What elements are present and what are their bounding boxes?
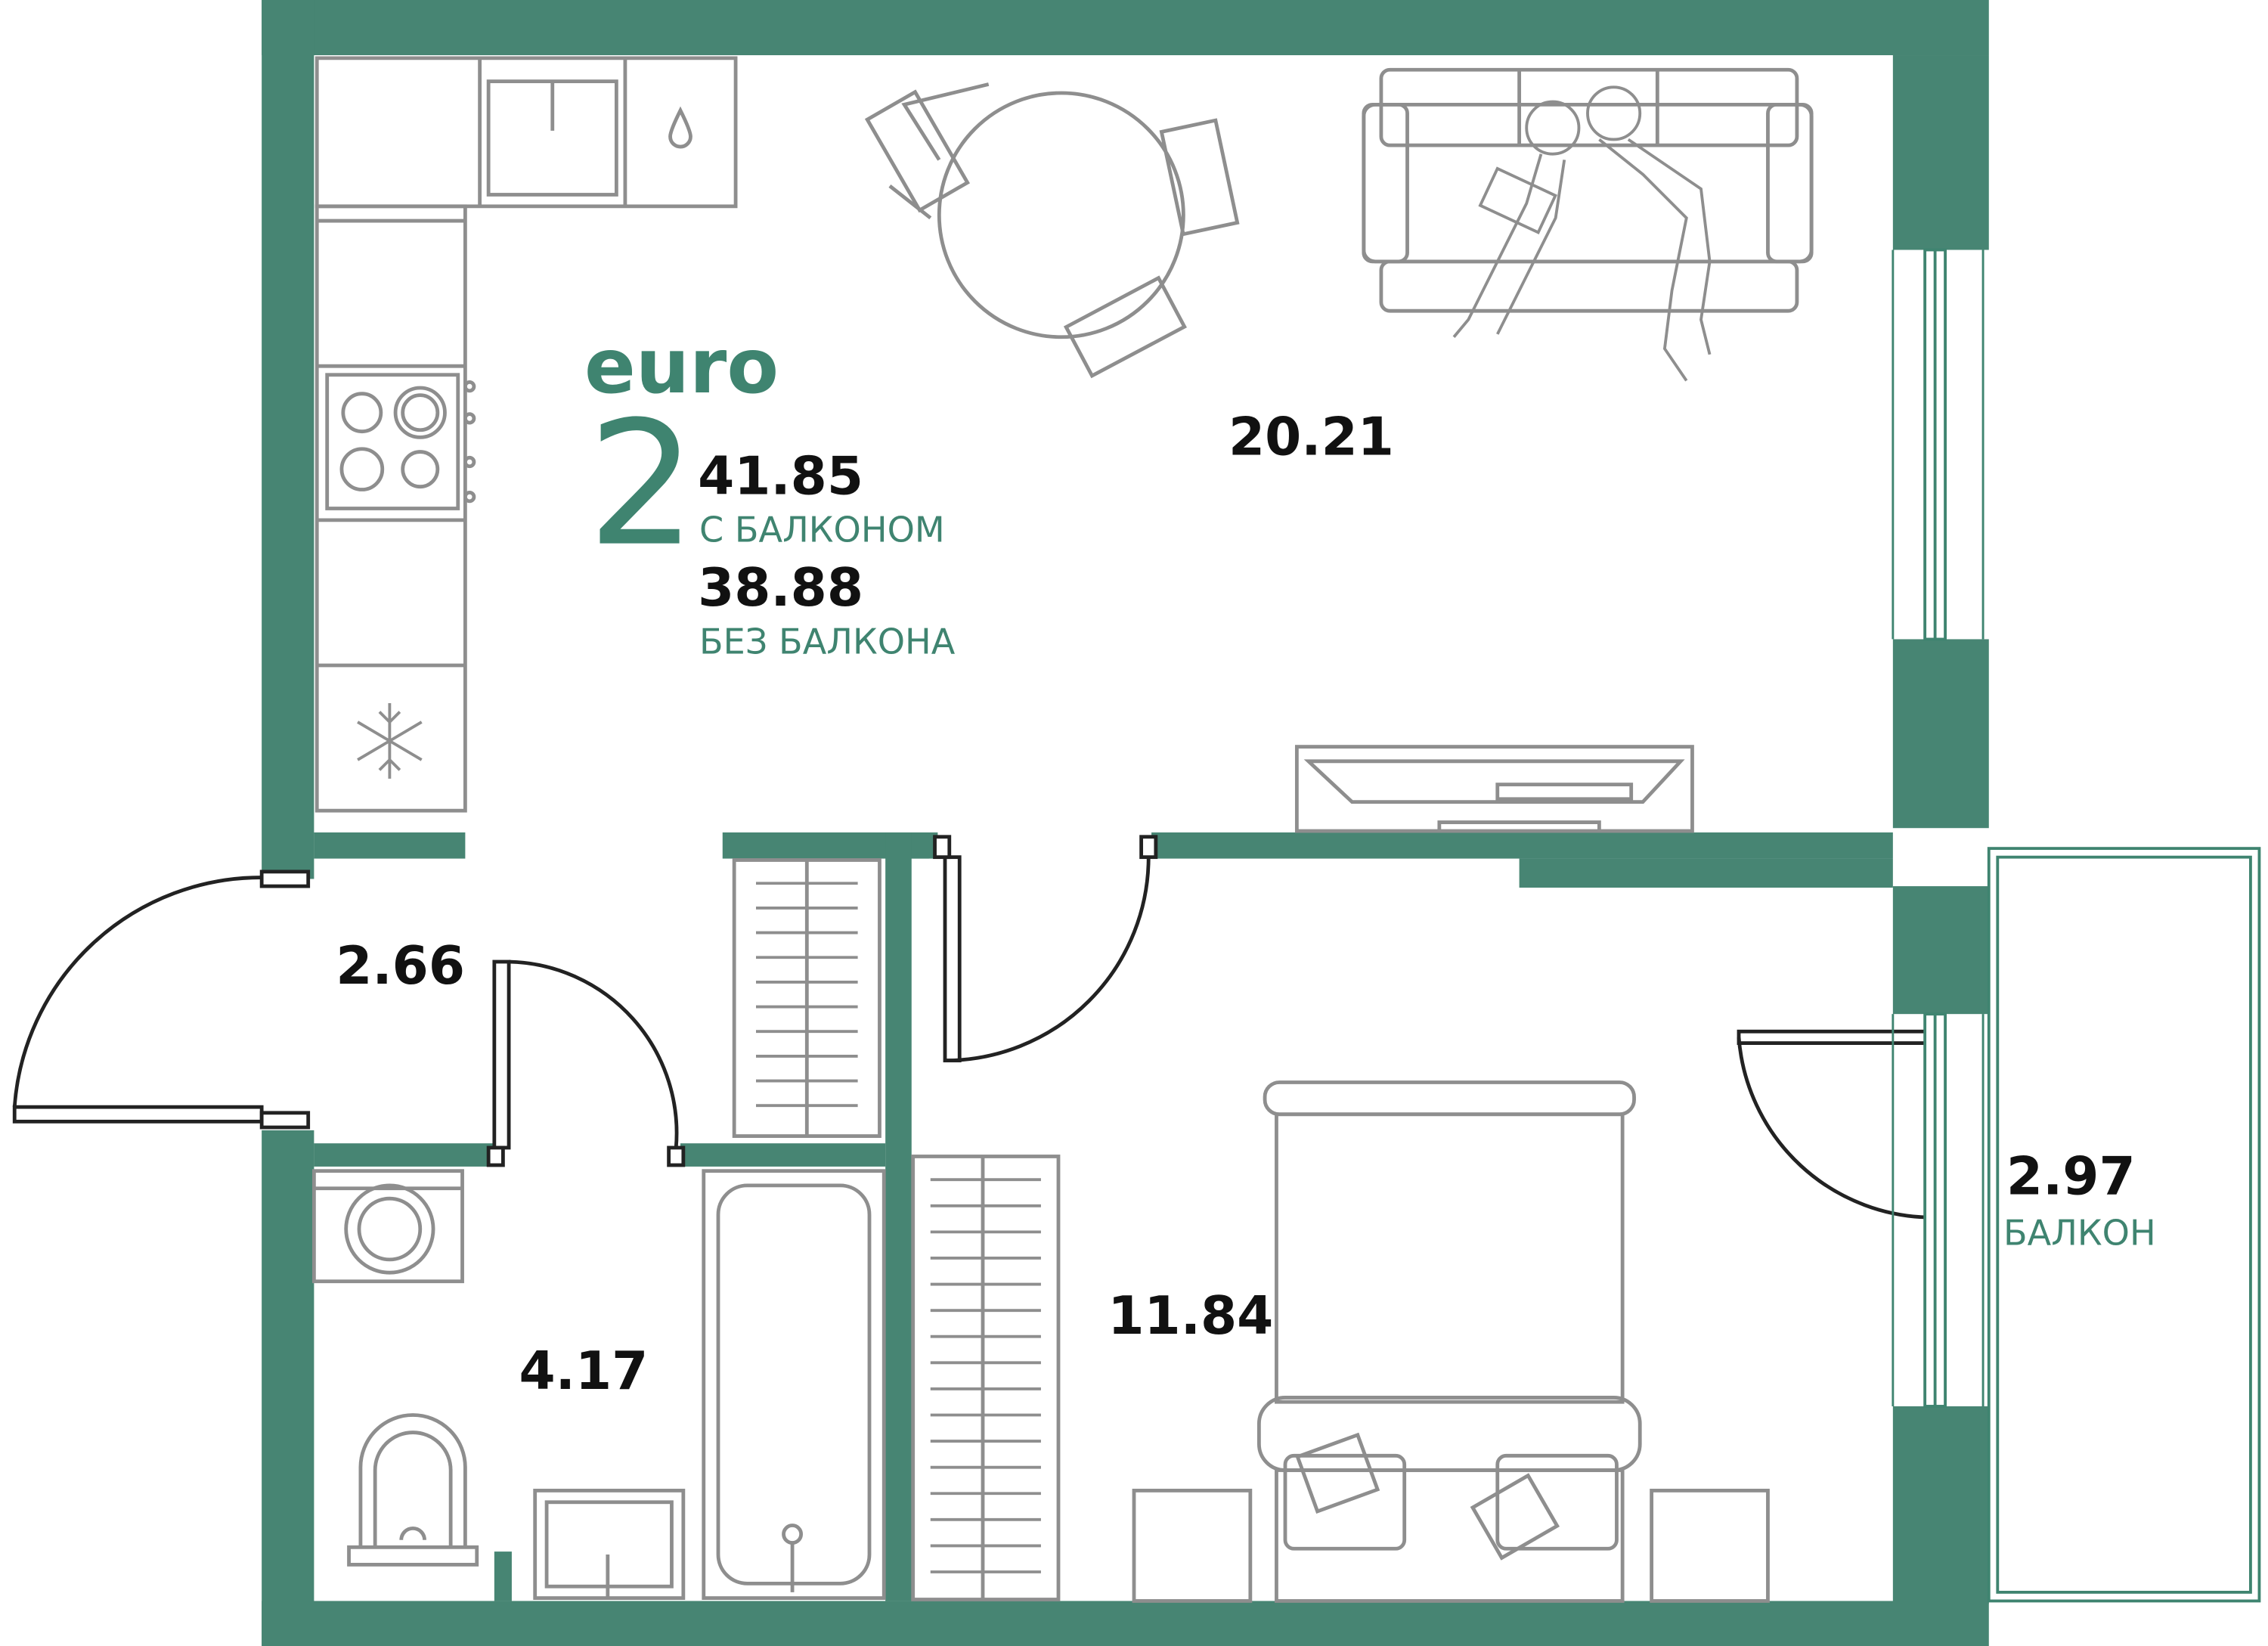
wall-right-upper xyxy=(1892,55,1989,250)
people-illustration xyxy=(1452,85,1712,382)
wall-right-mid xyxy=(1892,639,1989,829)
bathroom-sink xyxy=(533,1489,686,1600)
balcony xyxy=(1987,847,2261,1603)
wall-bottom xyxy=(262,1601,1989,1646)
hall-wardrobe xyxy=(732,858,881,1138)
doors xyxy=(12,835,1936,1220)
living-kitchen-area: 20.21 xyxy=(1228,407,1394,467)
entrance-door[interactable] xyxy=(12,869,311,1130)
balcony-label: БАЛКОН xyxy=(2003,1213,2156,1254)
water-drop-icon xyxy=(668,106,692,149)
balcony-area: 2.97 xyxy=(2006,1146,2136,1207)
wall-left-lower xyxy=(262,1130,314,1646)
wall-bath-top-right xyxy=(680,1143,886,1167)
bed xyxy=(1256,1080,1642,1603)
wall-partition xyxy=(885,832,912,1601)
hallway-area: 2.66 xyxy=(336,936,465,997)
snowflake-icon xyxy=(357,702,423,779)
balcony-door[interactable] xyxy=(1737,1029,1936,1220)
area-without-balcony: 38.88 xyxy=(698,558,863,618)
toilet xyxy=(347,1413,479,1567)
wall-right-lower xyxy=(1892,1406,1989,1604)
tv-stand xyxy=(1294,745,1694,833)
bathroom-door[interactable] xyxy=(486,959,686,1167)
furniture xyxy=(311,56,1814,1603)
wall-right-pillar xyxy=(1892,886,1989,1015)
without-balcony-label: БЕЗ БАЛКОНА xyxy=(699,622,956,662)
windows xyxy=(1892,248,1984,1408)
kitchen-counter xyxy=(314,56,738,813)
bedroom-door[interactable] xyxy=(933,835,1158,1063)
living-window xyxy=(1892,248,1984,641)
nightstand-right xyxy=(1650,1489,1770,1603)
wall-bath-top-left xyxy=(314,1143,497,1167)
wall-bedroom-notch xyxy=(1519,858,1893,888)
nightstand-left xyxy=(1132,1489,1253,1603)
apartment-summary: euro 2 41.85 С БАЛКОНОМ 38.88 БЕЗ БАЛКОН… xyxy=(584,322,956,662)
with-balcony-label: С БАЛКОНОМ xyxy=(699,510,945,550)
wall-hall-top-left xyxy=(314,832,466,859)
wall-bedroom-top-b xyxy=(1151,832,1893,859)
bedroom-window xyxy=(1892,1012,1984,1408)
bathroom-area: 4.17 xyxy=(519,1341,649,1402)
area-with-balcony: 41.85 xyxy=(698,446,863,507)
brand-label: euro xyxy=(584,322,779,411)
wall-left-upper xyxy=(262,0,314,879)
bathtub xyxy=(702,1169,886,1600)
dining-table xyxy=(864,82,1240,379)
room-count: 2 xyxy=(587,385,696,584)
stove xyxy=(325,373,476,510)
bedroom-area: 11.84 xyxy=(1108,1286,1273,1347)
bedroom-wardrobe xyxy=(911,1155,1061,1601)
wall-bath-stub xyxy=(494,1551,512,1601)
walls xyxy=(262,0,1989,1646)
room-areas: 20.21 2.66 4.17 11.84 2.97 БАЛКОН xyxy=(336,407,2155,1401)
wall-top xyxy=(262,0,1989,56)
washing-machine xyxy=(311,1169,464,1284)
